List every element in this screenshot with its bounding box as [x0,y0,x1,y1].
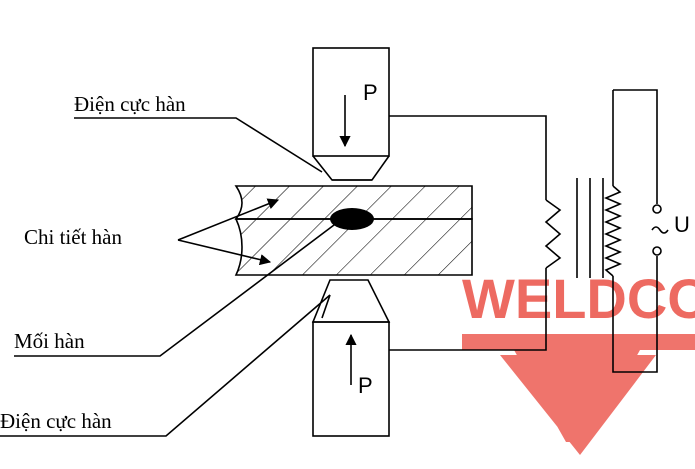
label-electrode-bottom: Điện cực hàn [0,409,112,433]
secondary-coil [603,185,623,277]
workpiece-plates [234,185,473,276]
ac-source-icon [651,226,669,234]
voltage-label: U [674,212,690,237]
electrode-bottom: P [311,279,391,437]
workpiece-lower-plate [234,218,473,276]
terminal-bottom [652,246,662,256]
primary-coil-left [544,199,562,269]
weldcom-watermark: WELDCOM [462,267,695,455]
force-label-top: P [363,80,378,105]
watermark-emblem-icon [462,334,695,455]
watermark-text: WELDCOM [462,267,695,330]
electrode-top: P [312,47,390,181]
annotations: Điện cực hàn Chi tiết hàn Mối hàn Điện c… [0,92,339,437]
label-workpiece: Chi tiết hàn [24,225,122,249]
label-weld-nugget: Mối hàn [14,329,85,353]
transformer-circuit: U [389,89,690,373]
force-label-bottom: P [358,373,373,398]
weld-nugget [330,208,374,230]
label-electrode-top: Điện cực hàn [74,92,186,116]
terminal-top [652,204,662,214]
